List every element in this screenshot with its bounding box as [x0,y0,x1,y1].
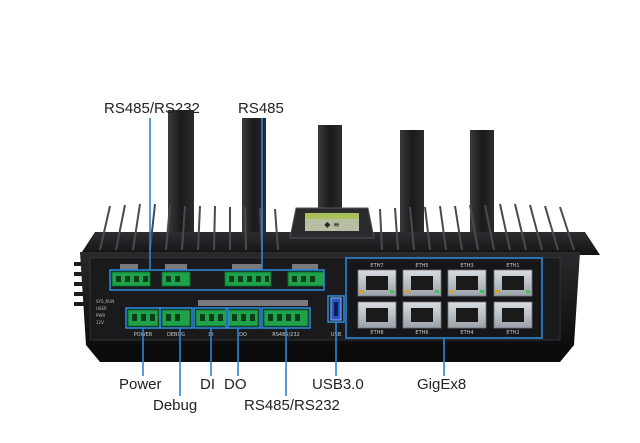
callout-lines [109,118,543,396]
panel-label-eth5: ETH5 [415,263,428,269]
panel-label-eth7: ETH7 [370,263,383,269]
panel-label-eth8: ETH8 [370,330,383,336]
logo-plate: ◆ ≡ [289,207,375,239]
usb-port [330,297,342,321]
panel-label-eth1: ETH1 [506,263,519,269]
panel-label-eth4: ETH4 [460,330,473,336]
callout-power: Power [119,376,162,393]
led-label-12v: 12V [96,320,104,325]
callout-rs485-top: RS485 [238,100,284,117]
callout-usb3: USB3.0 [312,376,364,393]
panel-label-eth3: ETH3 [460,263,473,269]
panel-label-eth2: ETH2 [506,330,519,336]
status-leds: SYS_RUN USER PWR 12V [96,299,114,325]
panel-label-do: DO [239,332,247,338]
callout-gigex8: GigEx8 [417,376,467,393]
panel-label-eth6: ETH6 [415,330,428,336]
heatsink-fins [80,203,600,255]
callout-di: DI [200,376,215,393]
callout-do: DO [224,376,247,393]
callout-rs485-rs232-bottom: RS485/RS232 [244,397,340,414]
panel-label-debug: DEBUG [167,332,185,338]
led-label-user: USER [96,306,107,311]
bottom-terminal-row [127,300,309,327]
callout-rs485-rs232-top: RS485/RS232 [104,100,200,117]
svg-text:◆ ≡: ◆ ≡ [324,220,339,229]
led-label-sys-run: SYS_RUN [96,299,114,304]
top-terminal-row [111,264,325,287]
callout-debug: Debug [153,397,198,414]
ethernet-block: ETH7 ETH5 ETH3 ETH1 ETH8 ETH6 ETH4 ETH2 [350,262,540,336]
led-label-pwr: PWR [96,313,105,318]
